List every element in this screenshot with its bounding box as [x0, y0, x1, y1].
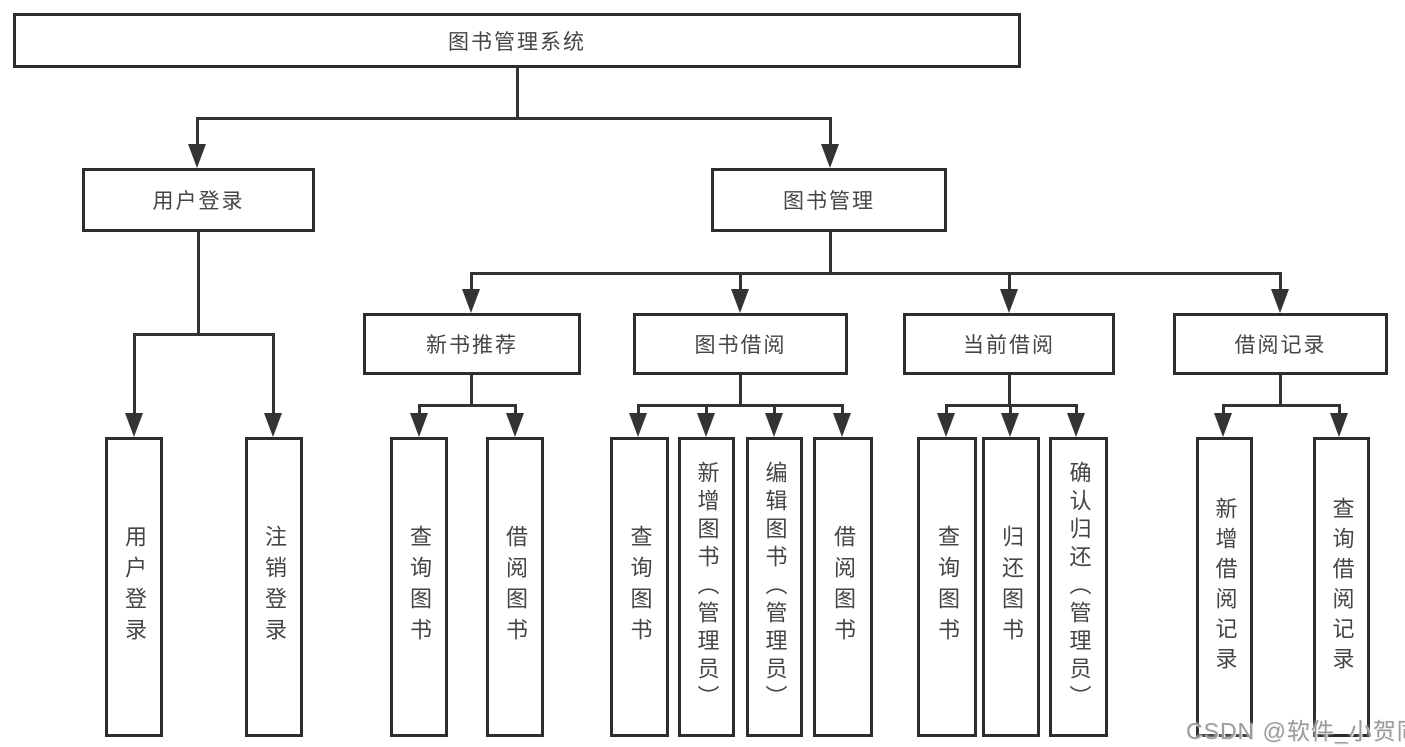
node-book-borrow-label: 图书借阅 [694, 334, 787, 357]
node-root-label: 图书管理系统 [448, 30, 586, 54]
leaf-current-query-books: 查询图书 [917, 437, 977, 737]
connector-drop-borrow-records [1279, 272, 1282, 294]
node-user-login-label: 用户登录 [152, 190, 245, 213]
leaf-user-login: 用户登录 [105, 437, 163, 737]
connector-book-borrow-stem [739, 375, 742, 407]
connector-drop-b1 [418, 404, 421, 417]
arrowhead-book-mgmt [821, 144, 839, 168]
arrowhead-current-borrow [1000, 289, 1018, 313]
connector-drop-c1 [637, 404, 640, 417]
node-new-book-recommend-label: 新书推荐 [426, 334, 518, 357]
node-current-borrow-label: 当前借阅 [963, 334, 1055, 357]
connector-drop-d1 [945, 404, 948, 417]
arrowhead-b1 [410, 413, 428, 437]
leaf-borrow-query-books: 查询图书 [610, 437, 669, 737]
connector-drop-new-book [470, 272, 473, 294]
leaf-recommend-query-books: 查询图书 [390, 437, 448, 737]
connector-drop-e1 [1222, 404, 1225, 417]
arrowhead-c1 [629, 413, 647, 437]
connector-current-borrow-stem [1008, 375, 1011, 407]
node-borrow-records: 借阅记录 [1173, 313, 1388, 375]
connector-drop-leaf-login [133, 333, 136, 417]
connector-drop-leaf-logout [272, 333, 275, 417]
csdn-watermark: CSDN @软件_小贺同学 [1186, 718, 1405, 744]
leaf-borrow-query-books-label: 查询图书 [627, 525, 653, 649]
leaf-add-borrow-record-label: 新增借阅记录 [1212, 497, 1238, 677]
leaf-recommend-query-books-label: 查询图书 [407, 525, 432, 649]
connector-drop-c2 [705, 404, 708, 417]
leaf-borrow-books: 借阅图书 [813, 437, 873, 737]
arrowhead-d1 [937, 413, 955, 437]
arrowhead-e2 [1330, 413, 1348, 437]
leaf-return-books: 归还图书 [982, 437, 1040, 737]
node-new-book-recommend: 新书推荐 [363, 313, 581, 375]
connector-book-mgmt-stem [829, 232, 832, 275]
leaf-borrow-books-label: 借阅图书 [831, 525, 856, 649]
connector-root-bar [196, 117, 832, 120]
leaf-logout: 注销登录 [245, 437, 303, 737]
leaf-edit-books-admin-label: 编辑图书（管理员） [762, 461, 788, 713]
connector-drop-d2 [1009, 404, 1012, 417]
arrowhead-d2 [1001, 413, 1019, 437]
leaf-query-borrow-record: 查询借阅记录 [1313, 437, 1370, 737]
leaf-query-borrow-record-label: 查询借阅记录 [1329, 497, 1355, 677]
arrowhead-book-borrow [731, 289, 749, 313]
connector-new-book-bar [418, 404, 517, 407]
arrowhead-c3 [765, 413, 783, 437]
node-book-management-label: 图书管理 [783, 190, 875, 213]
node-current-borrow: 当前借阅 [903, 313, 1115, 375]
node-root: 图书管理系统 [13, 13, 1021, 68]
connector-drop-user-login [196, 117, 199, 152]
arrowhead-b2 [506, 413, 524, 437]
leaf-edit-books-admin: 编辑图书（管理员） [746, 437, 803, 737]
connector-user-login-stem [197, 232, 200, 336]
arrowhead-e1 [1214, 413, 1232, 437]
connector-root-stem [516, 66, 519, 119]
connector-book-borrow-bar [637, 404, 843, 407]
node-book-borrow: 图书借阅 [633, 313, 848, 375]
arrowhead-leaf-logout [264, 413, 282, 437]
connector-new-book-stem [470, 375, 473, 407]
connector-drop-b2 [514, 404, 517, 417]
connector-drop-current-borrow [1008, 272, 1011, 294]
connector-borrow-records-bar [1222, 404, 1341, 407]
leaf-add-borrow-record: 新增借阅记录 [1196, 437, 1253, 737]
node-user-login: 用户登录 [82, 168, 315, 232]
leaf-return-books-label: 归还图书 [999, 525, 1024, 649]
connector-drop-book-mgmt [829, 117, 832, 152]
arrowhead-c2 [697, 413, 715, 437]
leaf-recommend-borrow-books: 借阅图书 [486, 437, 544, 737]
connector-book-mgmt-bar [470, 272, 1282, 275]
node-book-management: 图书管理 [711, 168, 947, 232]
leaf-confirm-return-admin: 确认归还（管理员） [1049, 437, 1108, 737]
leaf-confirm-return-admin-label: 确认归还（管理员） [1066, 461, 1092, 713]
leaf-logout-label: 注销登录 [262, 525, 287, 649]
leaf-user-login-label: 用户登录 [122, 525, 147, 649]
connector-drop-book-borrow [739, 272, 742, 294]
arrowhead-leaf-login [125, 413, 143, 437]
node-borrow-records-label: 借阅记录 [1234, 334, 1327, 357]
connector-drop-e2 [1338, 404, 1341, 417]
leaf-recommend-borrow-books-label: 借阅图书 [503, 525, 528, 649]
leaf-current-query-books-label: 查询图书 [935, 525, 960, 649]
connector-drop-d3 [1075, 404, 1078, 417]
arrowhead-c4 [833, 413, 851, 437]
arrowhead-d3 [1067, 413, 1085, 437]
arrowhead-user-login [188, 144, 206, 168]
connector-user-login-bar [133, 333, 275, 336]
connector-drop-c3 [773, 404, 776, 417]
leaf-add-books-admin: 新增图书（管理员） [678, 437, 735, 737]
leaf-add-books-admin-label: 新增图书（管理员） [694, 461, 720, 713]
connector-drop-c4 [841, 404, 844, 417]
connector-borrow-records-stem [1279, 375, 1282, 407]
arrowhead-new-book [462, 289, 480, 313]
arrowhead-borrow-records [1271, 289, 1289, 313]
